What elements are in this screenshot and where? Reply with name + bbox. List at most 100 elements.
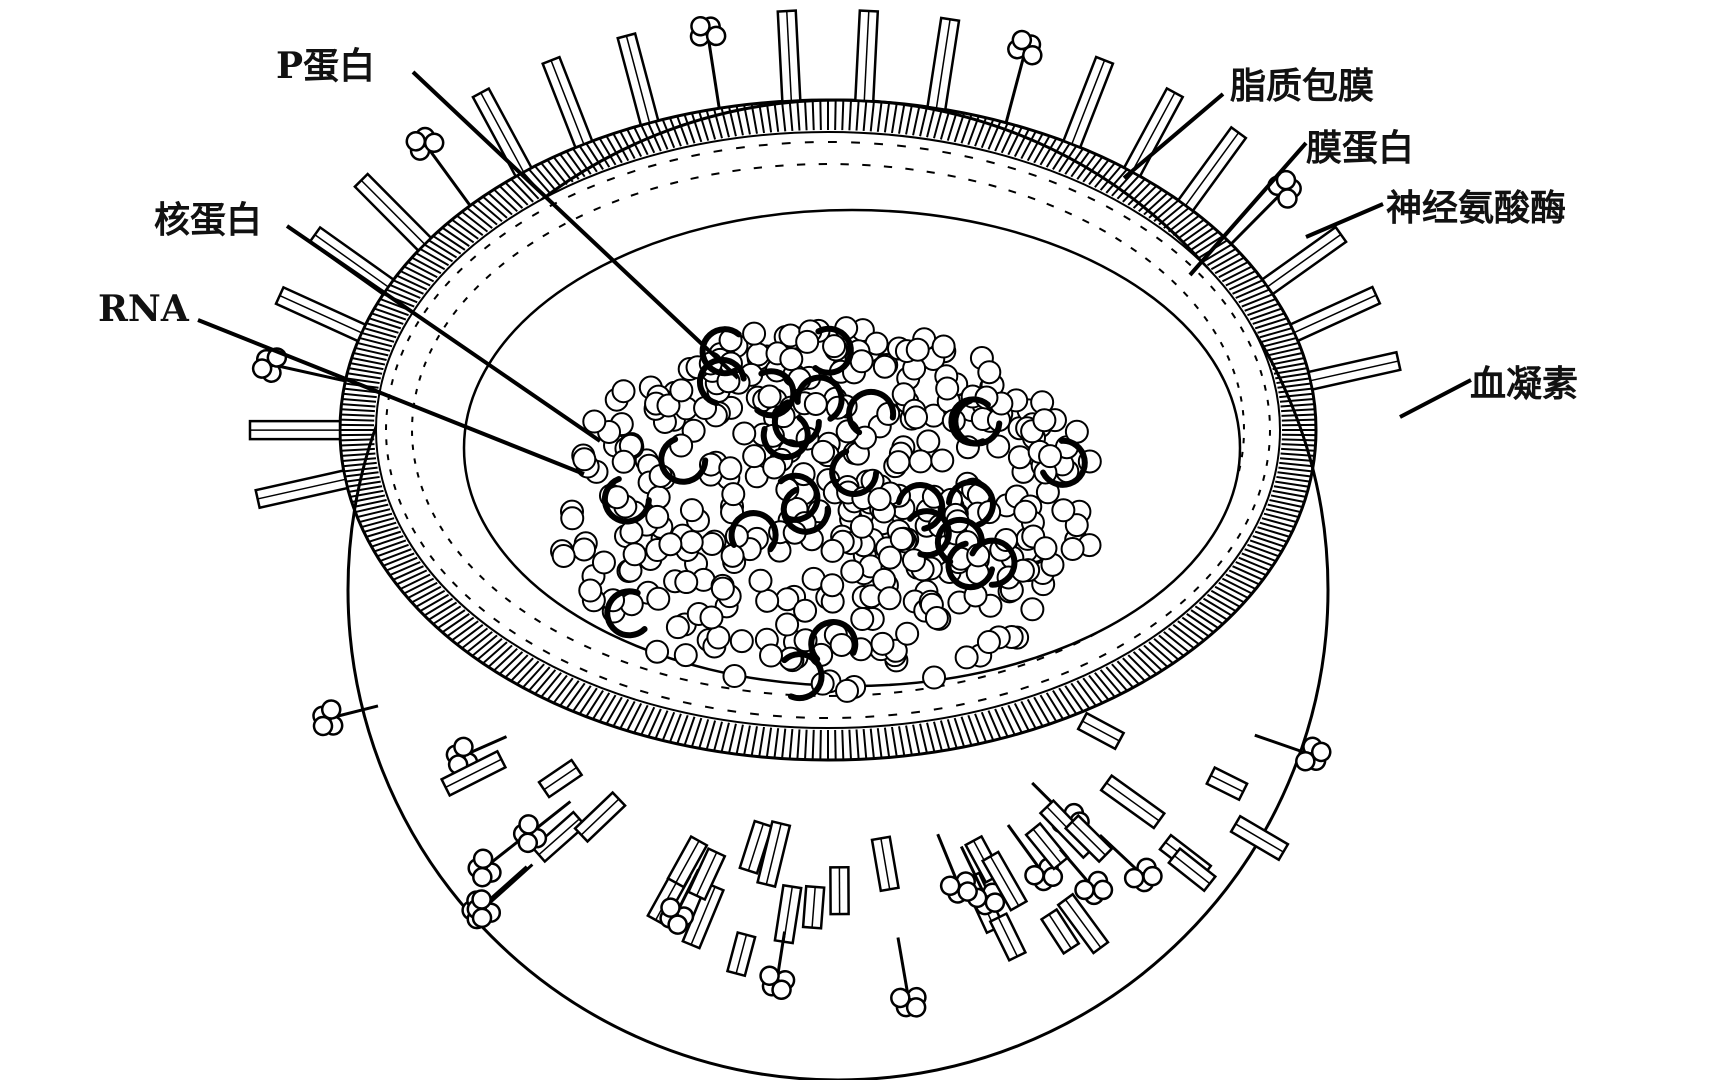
envelope-lipid-tick — [841, 100, 845, 131]
membrane-protein-dash — [721, 686, 730, 690]
envelope-lipid-tick — [1082, 156, 1104, 183]
envelope-lipid-tick — [728, 106, 737, 137]
membrane-protein-dash — [713, 149, 723, 153]
envelope-lipid-tick — [796, 100, 801, 131]
envelope-lipid-tick — [344, 471, 379, 478]
envelope-lipid-tick — [1281, 438, 1316, 442]
nucleoprotein-bead — [622, 542, 647, 567]
membrane-protein-dash — [742, 689, 751, 693]
membrane-protein-dash — [411, 527, 417, 534]
membrane-protein-dash — [911, 710, 921, 714]
envelope-lipid-tick — [1272, 489, 1307, 498]
membrane-protein-dash — [526, 241, 534, 247]
membrane-protein-dash — [1149, 621, 1158, 628]
envelope-lipid-tick — [1235, 561, 1267, 577]
hemagglutinin-spike — [531, 810, 588, 864]
membrane-protein-dash — [977, 697, 987, 702]
membrane-protein-dash — [1182, 291, 1189, 298]
hemagglutinin-rod-line — [997, 917, 1019, 957]
envelope-lipid-tick — [487, 644, 513, 668]
membrane-protein-dash — [999, 692, 1009, 697]
membrane-protein-dash — [390, 379, 394, 386]
neuraminidase-head — [939, 875, 961, 896]
membrane-protein-dash — [669, 158, 679, 163]
envelope-lipid-tick — [348, 367, 383, 375]
neuraminidase-head — [1022, 44, 1043, 66]
envelope-lipid-tick — [1007, 704, 1023, 734]
hemagglutinin-spike — [1167, 846, 1218, 893]
envelope-lipid-tick — [668, 117, 682, 147]
envelope-lipid-tick — [528, 666, 551, 692]
hemagglutinin-spike — [541, 55, 594, 150]
envelope-lipid-tick — [1153, 638, 1180, 661]
envelope-lipid-tick — [690, 112, 703, 143]
envelope-lipid-tick — [373, 539, 407, 553]
hemagglutinin-spike — [980, 850, 1029, 912]
envelope-lipid-tick — [1221, 265, 1253, 283]
envelope-lipid-tick — [1033, 135, 1051, 164]
neuraminidase-stalk — [1004, 54, 1026, 124]
envelope-lipid-tick — [1270, 357, 1305, 366]
nucleoprotein-bead — [742, 444, 767, 469]
envelope-lipid-tick — [461, 627, 489, 650]
membrane-protein-dash — [1116, 643, 1125, 649]
nucleoprotein-bead — [674, 570, 699, 595]
leader-lines — [197, 70, 1472, 476]
envelope-lipid-tick — [848, 100, 852, 131]
membrane-protein-dash — [1205, 573, 1212, 580]
envelope-lipid-tick — [1158, 203, 1185, 226]
nucleoprotein-bead — [742, 321, 767, 346]
envelope-lipid-tick — [552, 156, 574, 183]
nucleoprotein-bead — [820, 573, 845, 598]
envelope-lipid-tick — [1261, 517, 1295, 528]
membrane-protein-dash — [525, 639, 533, 645]
hemagglutinin-rod-line — [735, 934, 748, 974]
hemagglutinin-spike — [1039, 907, 1081, 956]
envelope-lipid-tick — [1013, 128, 1030, 158]
envelope-lipid-tick — [1218, 581, 1249, 599]
hemagglutinin-spike — [1024, 821, 1070, 871]
envelope-lipid-tick — [1276, 475, 1311, 483]
envelope-lipid-tick — [1039, 694, 1058, 723]
hemagglutinin-rod-line — [863, 10, 870, 101]
membrane-protein-dash — [1212, 328, 1217, 335]
envelope-lipid-tick — [1265, 341, 1299, 352]
envelope-lipid-tick — [351, 494, 386, 503]
nucleoprotein-bead — [1007, 445, 1032, 470]
neuraminidase-stalk — [467, 735, 508, 755]
envelope-lipid-tick — [773, 101, 780, 132]
membrane-protein-dash — [997, 669, 1006, 674]
envelope-lipid-tick — [382, 552, 415, 567]
envelope-lipid-tick — [504, 654, 529, 679]
hemagglutinin-spike — [1063, 813, 1114, 864]
membrane-protein-dash — [414, 388, 418, 395]
envelope-lipid-tick — [441, 613, 470, 634]
neuraminidase-spike — [936, 833, 978, 904]
envelope-lipid-tick — [1158, 634, 1185, 657]
nucleoprotein-bead — [835, 678, 860, 703]
nucleoprotein-bead — [870, 631, 895, 656]
envelope-lipid-tick — [1000, 124, 1016, 154]
envelope-lipid-tick — [1228, 274, 1260, 291]
envelope-lipid-tick — [1228, 569, 1260, 586]
envelope-lipid-tick — [342, 392, 377, 399]
envelope-lipid-tick — [371, 312, 404, 325]
membrane-protein-dash — [514, 221, 523, 228]
nucleoprotein-bead — [849, 349, 874, 374]
hemagglutinin-spike — [853, 9, 880, 103]
membrane-protein-dash — [919, 147, 929, 151]
membrane-protein-dash — [1048, 179, 1057, 185]
membrane-protein-dash — [872, 692, 881, 696]
hemagglutinin-spike — [307, 225, 396, 297]
neuraminidase-head — [517, 832, 539, 854]
envelope-lipid-tick — [1281, 443, 1316, 447]
envelope-lipid-tick — [1138, 188, 1163, 213]
envelope-lipid-tick — [423, 597, 454, 617]
membrane-protein-dash — [1170, 247, 1178, 255]
envelope-lipid-tick — [953, 717, 966, 748]
envelope-lipid-tick — [493, 188, 518, 213]
membrane-protein-dash — [498, 232, 507, 239]
envelope-lipid-tick — [386, 556, 418, 572]
envelope-lipid-tick — [432, 235, 462, 255]
hemagglutinin-spike — [1229, 814, 1290, 862]
